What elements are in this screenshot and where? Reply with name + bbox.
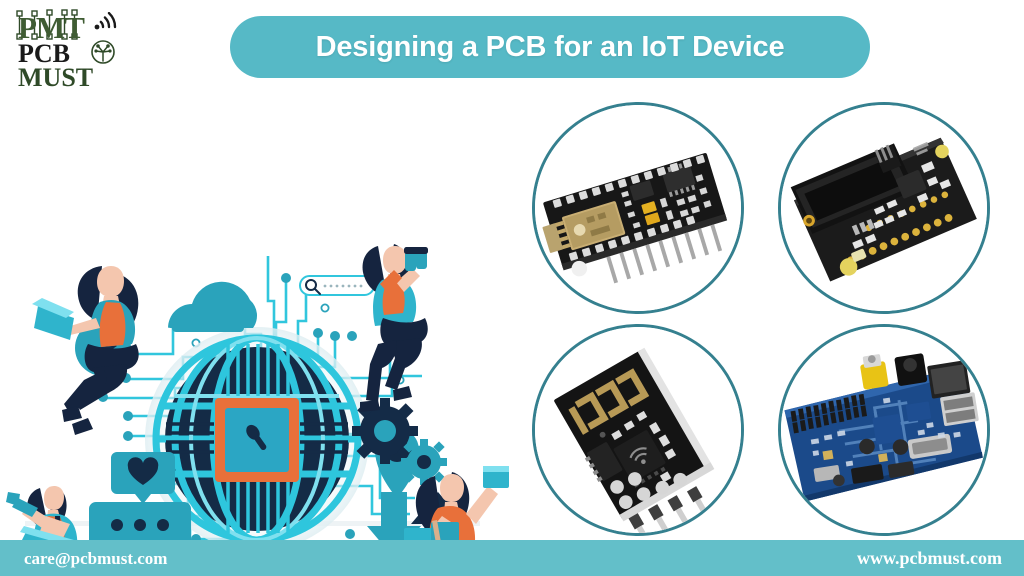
logo-text-pmt: PMT bbox=[18, 10, 85, 45]
iot-illustration bbox=[0, 96, 520, 540]
atom-icon bbox=[91, 40, 115, 64]
footer-email[interactable]: care@pcbmust.com bbox=[24, 549, 168, 568]
person-binoculars bbox=[360, 244, 428, 412]
cloud-icon bbox=[168, 281, 258, 332]
person-sitting-laptop bbox=[32, 266, 139, 435]
page-title: Designing a PCB for an IoT Device bbox=[315, 30, 785, 63]
wifi-signal-icon bbox=[94, 12, 117, 30]
pcb-photo-grid bbox=[520, 96, 1024, 540]
single-board-computer bbox=[781, 327, 987, 533]
pcb-photo-esp01-module bbox=[532, 324, 744, 536]
nodemcu-esp8266-board bbox=[535, 105, 741, 311]
brand-logo[interactable]: PMT PCB MUST bbox=[8, 6, 138, 92]
iot-illustration-svg bbox=[6, 244, 509, 540]
heart-icon bbox=[111, 452, 175, 504]
chat-bubble-icon bbox=[89, 502, 191, 540]
footer-bar: care@pcbmust.com www.pcbmust.com bbox=[0, 540, 1024, 576]
logo-text-must: MUST bbox=[18, 63, 94, 92]
footer-website[interactable]: www.pcbmust.com bbox=[856, 548, 1002, 568]
person-carrying-boxes bbox=[404, 466, 509, 540]
search-bar[interactable] bbox=[299, 275, 375, 296]
circuit-node-icon bbox=[16, 9, 78, 40]
battery-holder-iot-board bbox=[781, 105, 987, 311]
pcb-photo-single-board-computer bbox=[778, 324, 990, 536]
pcb-photo-battery-board bbox=[778, 102, 990, 314]
chip-pins bbox=[166, 422, 348, 454]
logo-text-pcb: PCB bbox=[18, 39, 70, 68]
page-title-banner: Designing a PCB for an IoT Device bbox=[230, 16, 870, 78]
esp-01-wifi-module bbox=[535, 327, 741, 533]
pcb-photo-nodemcu-esp8266 bbox=[532, 102, 744, 314]
person-telescope-laptop bbox=[6, 486, 78, 540]
header-bar: PMT PCB MUST Designing a PCB bbox=[0, 0, 1024, 96]
chip-pins-vertical bbox=[226, 344, 290, 533]
iot-chip bbox=[215, 398, 299, 482]
